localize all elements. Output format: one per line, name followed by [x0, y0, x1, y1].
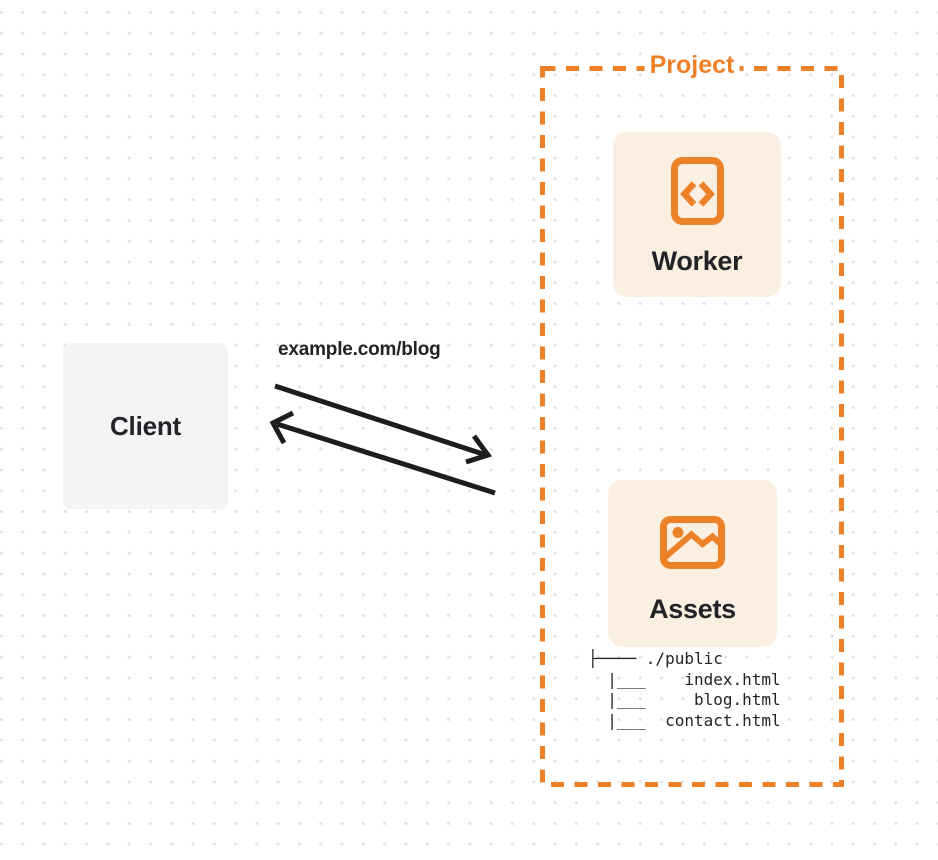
request-arrow-line [274, 383, 487, 458]
request-arrowhead-icon [465, 434, 493, 465]
request-url-label: example.com/blog [278, 339, 441, 360]
response-arrowhead-icon [269, 410, 295, 445]
file-tree: ├──── ./public |___ index.html |___ blog… [588, 649, 781, 730]
worker-label: Worker [651, 246, 743, 276]
assets-node: Assets [608, 480, 777, 647]
client-node: Client [63, 343, 228, 509]
project-group: Project Worker Assets [540, 50, 844, 787]
image-icon [660, 516, 725, 569]
response-arrow-line [276, 421, 496, 496]
assets-label: Assets [649, 594, 736, 624]
code-file-icon [670, 157, 724, 225]
client-label: Client [109, 410, 182, 441]
worker-node: Worker [613, 132, 781, 297]
project-label: Project [644, 50, 740, 80]
